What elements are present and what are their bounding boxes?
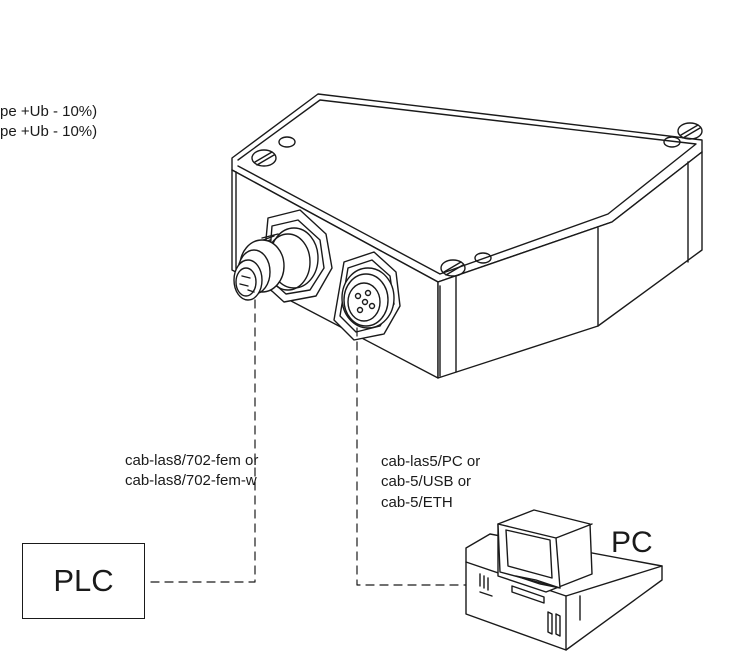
pc-cable-label-line2: cab-5/USB or	[381, 473, 472, 490]
plc-box: PLC	[22, 543, 145, 619]
voltage-note-line2: pe +Ub - 10%)	[0, 123, 98, 140]
screw-icon	[440, 259, 466, 277]
pc-connector-icon	[333, 251, 401, 341]
plc-cable-label-line1: cab-las8/702-fem or	[125, 452, 259, 469]
voltage-note-line1: pe +Ub - 10%)	[0, 103, 98, 120]
pc-label: PC	[611, 526, 653, 559]
screw-icon	[251, 149, 277, 167]
screw-icon	[278, 136, 296, 148]
screw-icon	[474, 252, 492, 264]
plc-label: PLC	[53, 563, 114, 598]
screw-icon	[677, 122, 703, 140]
pc-icon	[465, 509, 663, 651]
plc-cable-line	[145, 299, 256, 583]
screw-icon	[663, 136, 681, 148]
plc-connector-icon	[233, 209, 333, 303]
pc-cable-line	[356, 327, 471, 586]
pc-cable-label-line3: cab-5/ETH	[381, 494, 453, 511]
pc-cable-label-line1: cab-las5/PC or	[381, 453, 481, 470]
plc-cable-label-line2: cab-las8/702-fem-w	[125, 472, 257, 489]
